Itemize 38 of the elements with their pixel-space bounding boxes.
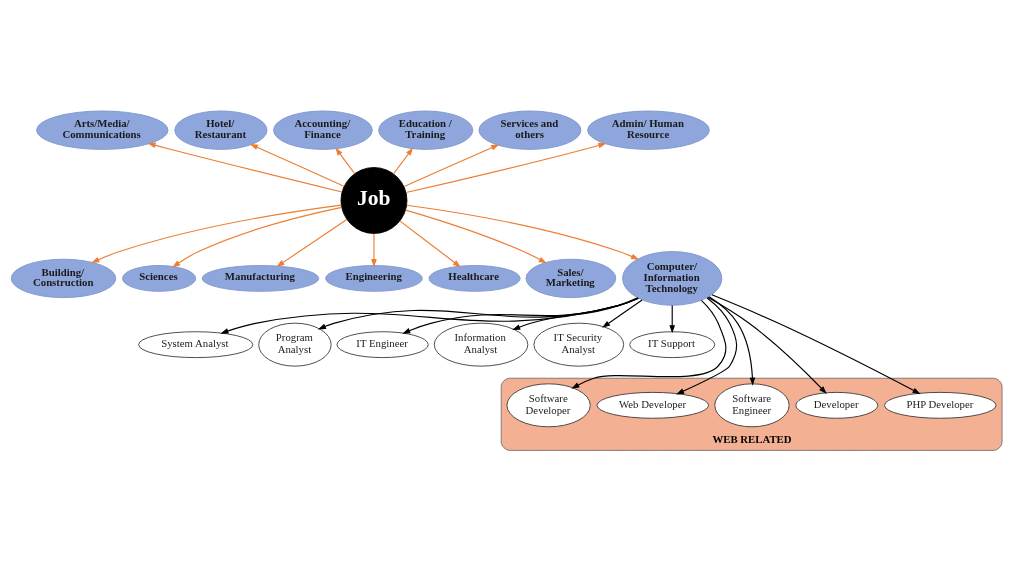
arrow [512, 297, 639, 330]
arrow [571, 299, 727, 389]
arrow [91, 204, 342, 264]
node-ellipse: Engineering [325, 265, 423, 292]
arrow [405, 209, 547, 264]
arrow [676, 297, 738, 395]
arrow [708, 296, 756, 386]
arrow [317, 297, 639, 330]
arrow [335, 147, 356, 175]
node-ellipse: Developer [795, 391, 879, 419]
arrow [403, 144, 500, 188]
arrow [707, 296, 827, 394]
arrow [371, 233, 377, 268]
arrow [147, 142, 343, 193]
node-ellipse: Web Developer [596, 391, 710, 419]
arrow [172, 206, 343, 268]
arrow [406, 204, 640, 260]
arrow [399, 220, 461, 268]
node-ellipse: PHP Developer [884, 391, 997, 419]
node-ellipse: IT Engineer [336, 331, 429, 359]
arrow [405, 142, 607, 194]
node-ellipse: IT Support [629, 331, 716, 359]
arrow [711, 294, 921, 395]
arrow [276, 218, 348, 267]
node-ellipse: Manufacturing [201, 265, 320, 292]
arrow [392, 147, 414, 175]
node-ellipse: System Analyst [138, 331, 254, 359]
arrow [669, 304, 676, 334]
arrow [220, 297, 639, 334]
node-ellipse: Accounting/ Finance [273, 110, 373, 150]
node-ellipse: Sciences [122, 265, 197, 292]
arrow [602, 299, 643, 328]
node-circle: Job [340, 167, 408, 234]
arrow [402, 297, 639, 334]
node-ellipse: Healthcare [428, 265, 521, 292]
arrow [249, 143, 345, 187]
node-ellipse: Education / Training [378, 110, 474, 150]
node-ellipse: Software Engineer [714, 383, 790, 428]
